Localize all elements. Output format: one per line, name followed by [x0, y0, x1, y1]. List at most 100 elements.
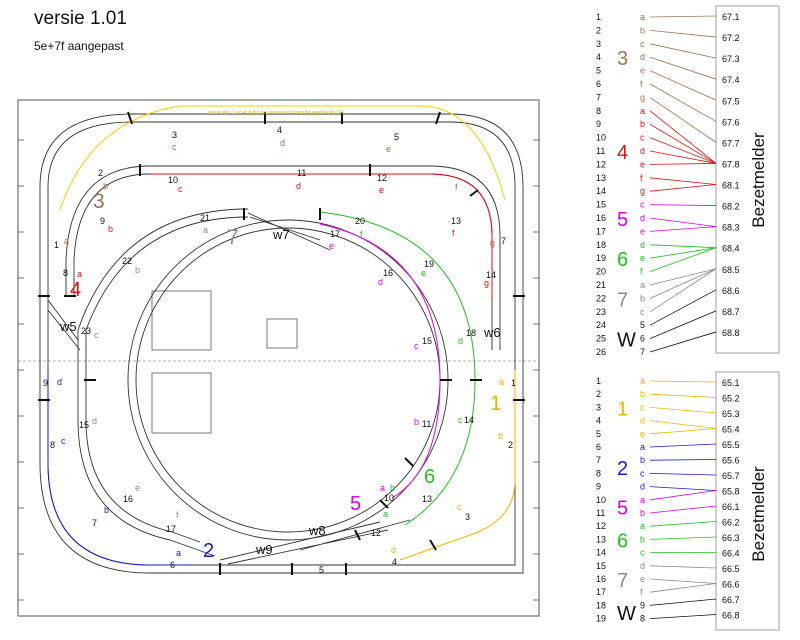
legend-connector — [649, 268, 717, 286]
legend-number: 16 — [596, 213, 606, 223]
legend-value: 66.7 — [722, 595, 740, 605]
legend-number: 5 — [596, 429, 601, 439]
track-section-label: a — [77, 269, 82, 279]
legend-value: 65.1 — [722, 378, 740, 388]
legend-value: 68.8 — [722, 328, 740, 338]
track-section-label: c — [458, 415, 463, 425]
track-section-label: c — [94, 330, 99, 340]
track-section-label: d — [391, 545, 396, 555]
legend-number: 16 — [596, 574, 606, 584]
legend-letter: f — [640, 173, 643, 183]
legend-letter: e — [640, 253, 645, 263]
legend-group-label: 2 — [617, 458, 628, 480]
track-section-label: 22 — [122, 256, 132, 266]
legend-group-label: 3 — [617, 48, 628, 70]
legend-number: 12 — [596, 159, 606, 169]
legend-letter: b — [640, 119, 645, 129]
legend-letter: c — [640, 402, 645, 412]
legend-value: 67.3 — [722, 54, 740, 64]
track-section-label: 15 — [79, 420, 89, 430]
legend-number: 5 — [596, 66, 601, 76]
legend-connector — [649, 473, 717, 476]
legend-letter: e — [640, 159, 645, 169]
track-section-label: g — [484, 278, 489, 288]
track-section-label: a — [499, 377, 504, 387]
track-section-label: 3 — [172, 130, 177, 140]
legend-number: 18 — [596, 600, 606, 610]
legend-letter: c — [640, 307, 645, 317]
legend-connector — [649, 163, 717, 165]
track-section-label: 16 — [123, 494, 133, 504]
track-section-label: 2 — [508, 440, 513, 450]
legend-number: 20 — [596, 267, 606, 277]
track-section-label: a — [203, 225, 208, 235]
inner-loop-circle-outer — [127, 219, 449, 541]
track-section-label: d — [280, 138, 285, 148]
track-section-label: e — [135, 483, 140, 493]
legend-connector — [649, 393, 717, 398]
legend-connector — [649, 43, 717, 59]
track-section-label: 17 — [166, 524, 176, 534]
middle-loop-inner-rail — [150, 173, 493, 350]
legend-number: 14 — [596, 548, 606, 558]
outer-loop-inner-rail — [47, 121, 516, 566]
page-subtitle: 5e+7f aangepast — [34, 39, 124, 53]
legend-value: 65.5 — [722, 440, 740, 450]
outer-loop-marker-yellow — [399, 370, 516, 561]
legend-value: 66.6 — [722, 580, 740, 590]
legend-connector — [649, 177, 717, 185]
section-markers — [38, 111, 525, 575]
legend-value: 67.6 — [722, 117, 740, 127]
legend-value: 68.1 — [722, 181, 740, 191]
track-section-label: b — [104, 505, 109, 515]
legend-letter: f — [640, 79, 643, 89]
legend-letter: c — [640, 39, 645, 49]
legend-connector — [649, 380, 717, 383]
track-section-label: 9 — [43, 378, 48, 388]
legend-connector — [649, 614, 717, 619]
legend-connector — [649, 331, 717, 353]
legend-letter: 5 — [640, 320, 645, 330]
legend-letter: e — [640, 574, 645, 584]
track-section-label: 7 — [92, 518, 97, 528]
legend-letter: a — [640, 106, 645, 116]
legend-value: 68.4 — [722, 244, 740, 254]
legend-value-box — [715, 5, 780, 354]
track-section-label: d — [57, 377, 62, 387]
legend-connector — [649, 137, 717, 164]
legend-connector — [649, 459, 717, 461]
legend-group-label: W — [617, 603, 636, 625]
track-section-label: 23 — [81, 326, 91, 336]
track-section-label: c — [178, 184, 183, 194]
legend-value: 65.3 — [722, 409, 740, 419]
track-section-label: 8 — [50, 440, 55, 450]
legend-letter: g — [640, 186, 645, 196]
legend-group-label: 5 — [617, 209, 628, 231]
track-section-label: 17 — [330, 229, 340, 239]
top-annotation-text: aansluiten 2 en 4: liefst nal gedeelte h… — [208, 110, 344, 116]
legend-connector — [649, 583, 717, 593]
track-section-label: g — [490, 238, 495, 248]
layout-group-label: 7 — [227, 226, 239, 249]
legend-number: 4 — [596, 416, 601, 426]
legend-number: 25 — [596, 334, 606, 344]
layout-group-label: 2 — [203, 540, 214, 562]
legend-letter: f — [640, 587, 643, 597]
legend-group-label: W — [617, 330, 636, 352]
legend-connector — [649, 428, 717, 435]
legend-connector — [649, 204, 717, 206]
track-section-label: d — [92, 416, 97, 426]
legend-letter: 9 — [640, 600, 645, 610]
legend-connector — [649, 110, 717, 164]
legend-letter: 7 — [640, 347, 645, 357]
legend-letter: e — [640, 429, 645, 439]
layout-labels: aansluiten 2 en 4: liefst nal gedeelte h… — [43, 110, 516, 575]
track-section-label: b — [108, 224, 113, 234]
middle-loop-outer-rail — [150, 165, 501, 350]
legend-connector — [649, 30, 717, 38]
crossover-w7 — [247, 212, 331, 251]
layout-group-label: 5 — [350, 493, 361, 515]
layout-group-label: 3 — [93, 190, 105, 213]
legend-group-label: 1 — [617, 398, 628, 420]
